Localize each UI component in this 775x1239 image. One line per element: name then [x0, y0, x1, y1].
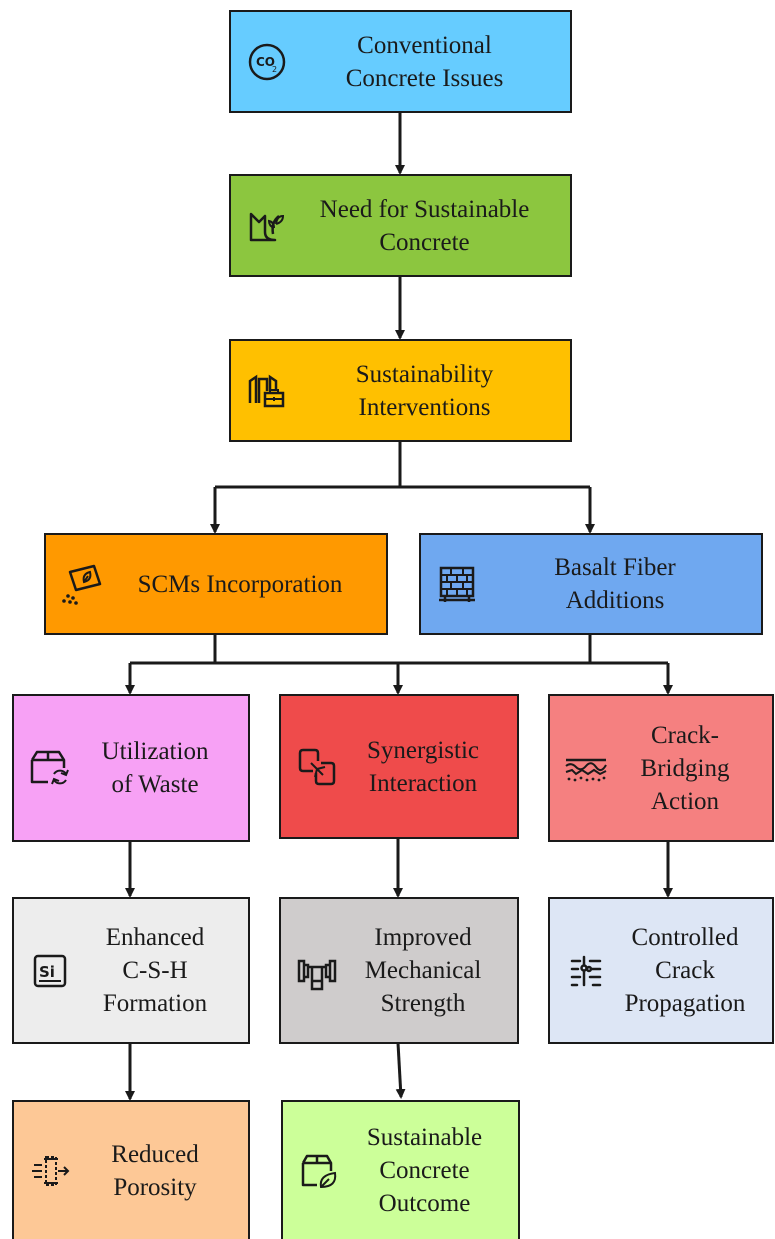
dumbbell-icon	[295, 949, 339, 993]
recycle-box-icon	[28, 746, 72, 790]
crack-pattern-icon	[564, 949, 608, 993]
porous-filter-icon	[28, 1149, 72, 1193]
node-improved-mechanical-strength: Improved Mechanical Strength	[279, 897, 519, 1044]
edge-scms-basalt-merge	[130, 634, 668, 665]
node-label: Sustainability Interventions	[355, 360, 494, 421]
node-conventional-concrete-issues: CO 2 Conventional Concrete Issues	[229, 10, 572, 113]
node-sustainability-interventions: Sustainability Interventions	[229, 339, 572, 442]
eco-land-icon	[245, 204, 289, 248]
node-label: Conventional Concrete Issues	[345, 31, 504, 92]
node-label: Enhanced C-S-H Formation	[102, 924, 208, 1017]
node-label: SCMs Incorporation	[137, 570, 343, 598]
silicon-element-icon: Si	[28, 949, 72, 993]
svg-text:2: 2	[272, 65, 277, 74]
edge-interventions-branches	[215, 442, 590, 489]
node-label: Utilization of Waste	[101, 738, 209, 798]
node-crack-bridging-action: Crack- Bridging Action	[548, 694, 774, 842]
node-need-sustainable-concrete: Need for Sustainable Concrete	[229, 174, 572, 277]
node-label: Need for Sustainable Concrete	[319, 195, 530, 256]
node-label: Reduced Porosity	[111, 1140, 199, 1201]
edge-mechanical-outcome	[395, 1042, 406, 1099]
svg-text:CO: CO	[256, 55, 275, 69]
node-enhanced-csh-formation: Si Enhanced C-S-H Formation	[12, 897, 250, 1044]
node-label: Improved Mechanical Strength	[364, 924, 482, 1017]
material-pour-icon	[60, 562, 104, 606]
node-controlled-crack-propagation: Controlled Crack Propagation	[548, 897, 774, 1044]
brick-wall-icon	[435, 562, 479, 606]
node-label: Sustainable Concrete Outcome	[366, 1124, 483, 1217]
co2-icon: CO 2	[245, 40, 289, 84]
node-label: Synergistic Interaction	[366, 736, 480, 797]
node-sustainable-concrete-outcome: Sustainable Concrete Outcome	[281, 1100, 520, 1239]
city-toolbox-icon	[245, 369, 289, 413]
node-label: Controlled Crack Propagation	[624, 924, 746, 1017]
node-label: Basalt Fiber Additions	[554, 554, 676, 614]
node-reduced-porosity: Reduced Porosity	[12, 1100, 250, 1239]
svg-text:Si: Si	[39, 963, 55, 981]
node-utilization-of-waste: Utilization of Waste	[12, 694, 250, 842]
link-interaction-icon	[295, 745, 339, 789]
eco-box-icon	[297, 1149, 341, 1193]
node-synergistic-interaction: Synergistic Interaction	[279, 694, 519, 839]
node-scms-incorporation: SCMs Incorporation	[44, 533, 388, 635]
crack-layer-icon	[564, 746, 608, 790]
node-basalt-fiber-additions: Basalt Fiber Additions	[419, 533, 763, 635]
node-label: Crack- Bridging Action	[640, 721, 730, 815]
